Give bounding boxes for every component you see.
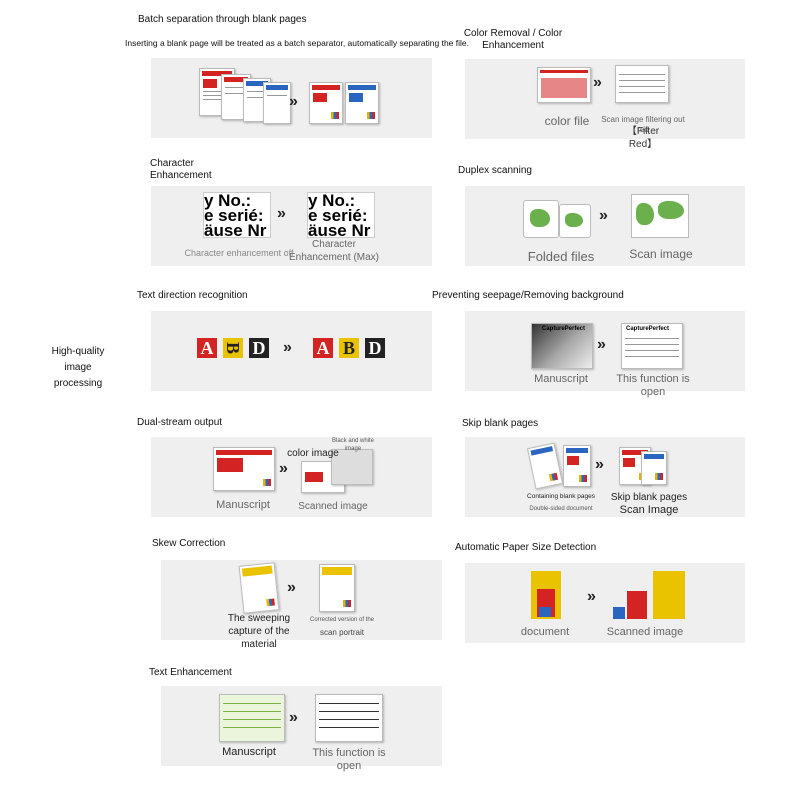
color-panel: » color file Scan image filtering out re… — [465, 59, 745, 150]
character-title: Character Enhancement — [150, 158, 212, 181]
doc-heading: CapturePerfect — [626, 326, 670, 332]
papersize-title: Automatic Paper Size Detection — [455, 542, 597, 553]
sample-text: äuse Nr — [308, 221, 371, 238]
caption: Manuscript — [216, 499, 270, 511]
seepage-panel: CapturePerfect » CapturePerfect Manuscri… — [465, 311, 745, 398]
batch-panel: » — [151, 58, 432, 138]
skewed-doc — [238, 562, 280, 614]
bw-label: Black and white image — [331, 438, 375, 452]
caption: Character enhancement off — [184, 248, 294, 258]
folded-file — [559, 204, 591, 238]
scan-medium — [627, 591, 647, 619]
char-sample-max: y No.: e serié: äuse Nr — [307, 192, 375, 238]
caption: Character Enhancement (Max) — [288, 239, 380, 263]
letter-d: D — [249, 338, 269, 358]
manuscript-thumb — [213, 447, 275, 491]
dualstream-title: Dual-stream output — [137, 417, 223, 428]
skipblank-title: Skip blank pages — [462, 418, 539, 429]
scan-small — [613, 607, 625, 619]
direction-panel: A B D » A B D — [151, 311, 432, 391]
caption: document — [520, 626, 570, 638]
letter-a: A — [197, 338, 217, 358]
skipblank-panel: » Containing blank pages Double-sided do… — [465, 437, 745, 517]
folded-file — [523, 200, 559, 238]
enhanced-thumb — [315, 694, 383, 742]
scan-large — [653, 571, 685, 619]
section-label: High-quality image processing — [51, 346, 105, 389]
manuscript-thumb: CapturePerfect — [531, 323, 593, 369]
caption: Folded files — [527, 249, 595, 264]
doc-thumb — [309, 82, 343, 124]
corrected-doc — [319, 564, 355, 612]
arrow-icon: » — [277, 205, 286, 222]
letter-d: D — [365, 338, 385, 358]
doc-thumb — [526, 442, 564, 490]
caption: Scan Image — [619, 504, 679, 516]
letter-a: A — [313, 338, 333, 358]
arrow-icon: » — [287, 579, 296, 596]
skew-title: Skew Correction — [152, 538, 226, 549]
dualstream-panel: » color image Black and white image Manu… — [151, 437, 432, 517]
manuscript-thumb — [219, 694, 285, 742]
arrow-icon: » — [595, 456, 604, 473]
paper-small — [539, 607, 551, 617]
arrow-icon: » — [279, 460, 288, 477]
caption: Scanned image — [606, 626, 684, 638]
direction-title: Text direction recognition — [137, 290, 248, 301]
scan-map — [631, 194, 689, 238]
caption: Skip blank pages — [610, 492, 688, 503]
batch-title: Batch separation through blank pages — [138, 14, 307, 25]
papersize-panel: » document Scanned image — [465, 563, 745, 643]
arrow-icon: » — [593, 74, 602, 91]
sample-text: äuse Nr — [204, 221, 267, 238]
doc-thumb — [345, 82, 379, 124]
arrow-icon: » — [587, 588, 596, 605]
sample-text: e serié: — [204, 206, 264, 225]
arrow-icon: » — [289, 93, 298, 110]
color-title: Color Removal / Color Enhancement — [463, 28, 563, 51]
doc-heading: CapturePerfect — [542, 326, 586, 332]
arrow-icon: » — [283, 339, 292, 356]
sample-text: e serié: — [308, 206, 368, 225]
arrow-icon: » — [289, 709, 298, 726]
caption: Containing blank pages — [527, 493, 595, 500]
doc-thumb — [563, 445, 591, 487]
caption: Manuscript — [222, 746, 276, 758]
sample-text: y No.: — [204, 192, 252, 210]
doc-thumb — [263, 82, 291, 124]
sample-text: y No.: — [308, 192, 356, 210]
caption: This function is open — [312, 747, 386, 772]
caption: Double-sided document — [529, 506, 593, 512]
caption: Manuscript — [534, 373, 588, 385]
caption: The sweeping capture of the material — [227, 613, 291, 650]
character-panel: y No.: e serié: äuse Nr » y No.: e serié… — [151, 186, 432, 266]
caption: Scanned image — [298, 501, 368, 512]
seepage-title: Preventing seepage/Removing background — [432, 290, 624, 301]
caption: scan portrait — [319, 628, 365, 637]
bw-output — [331, 449, 373, 485]
caption: Corrected version of the — [309, 617, 375, 623]
caption: This function is open — [616, 373, 690, 398]
skew-panel: » The sweeping capture of the material C… — [161, 560, 442, 650]
letter-b: B — [339, 338, 359, 358]
caption: 【Filter Red】 — [626, 126, 660, 150]
color-label: color image — [287, 448, 339, 459]
doc-thumb — [615, 65, 669, 103]
duplex-panel: » Folded files Scan image — [465, 186, 745, 266]
char-sample-off: y No.: e serié: äuse Nr — [203, 192, 271, 238]
clean-thumb: CapturePerfect — [621, 323, 683, 369]
batch-subtitle: Inserting a blank page will be treated a… — [125, 38, 469, 48]
textenh-title: Text Enhancement — [149, 667, 232, 678]
doc-thumb — [641, 451, 667, 485]
letter-b: B — [223, 338, 243, 358]
textenh-panel: » Manuscript This function is open — [161, 686, 442, 772]
duplex-title: Duplex scanning — [458, 165, 532, 176]
arrow-icon: » — [597, 336, 606, 353]
doc-thumb — [537, 67, 591, 103]
caption: Scan image filtering out red — [601, 115, 685, 134]
caption: color file — [544, 114, 590, 128]
arrow-icon: » — [599, 207, 608, 224]
caption: Scan image — [629, 247, 693, 261]
